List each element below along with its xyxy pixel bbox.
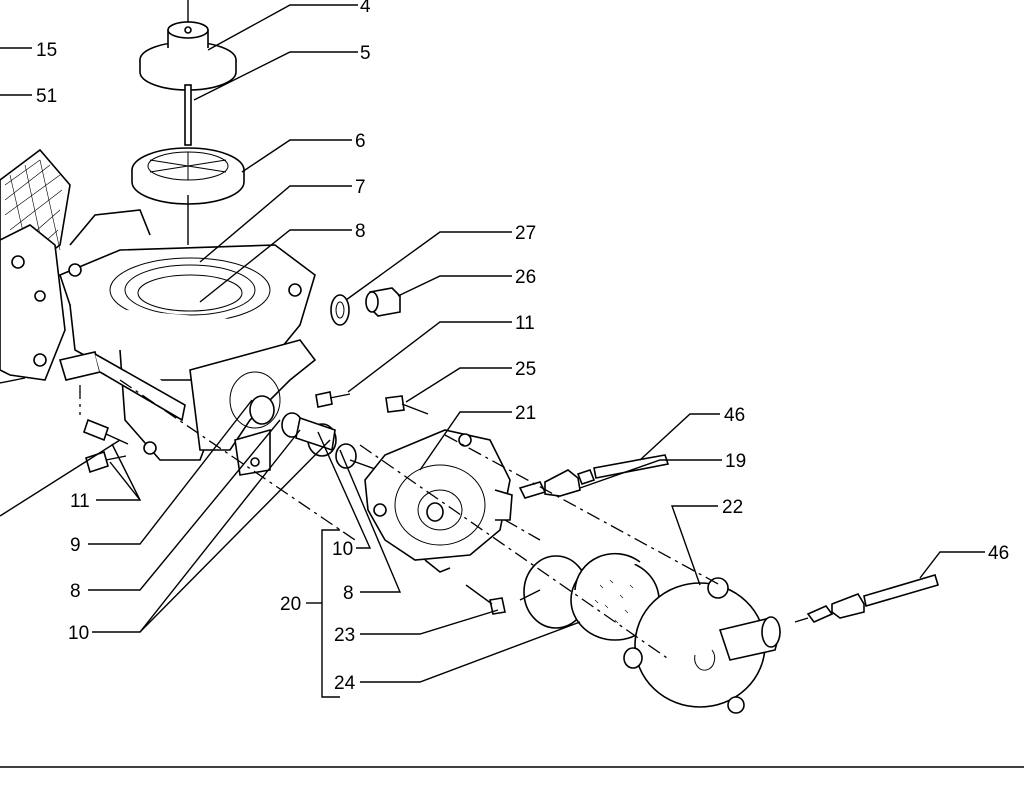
callout-11-left: 11 [70,491,90,512]
callout-19: 19 [725,451,746,472]
callout-26: 26 [515,267,536,288]
callout-10-mid: 10 [332,539,353,560]
callout-5: 5 [360,43,371,64]
callout-8-left: 8 [70,581,81,602]
rod-drawing [184,84,192,146]
screws-left-drawing [83,418,129,474]
left-stud-drawing [58,351,186,422]
callout-20: 20 [280,594,301,615]
screw-23-drawing [465,584,506,615]
callout-25: 25 [515,359,536,380]
callout-labels: 4 5 15 51 6 7 8 27 26 11 25 21 46 19 22 … [36,0,1009,694]
screws-center-drawing [315,391,429,415]
callout-11-top: 11 [515,313,535,334]
leader-lines [0,4,985,698]
callout-46-top: 46 [724,405,745,426]
callout-23: 23 [334,625,355,646]
callout-27: 27 [515,223,536,244]
callout-4: 4 [360,0,371,17]
callout-24: 24 [334,673,356,694]
diaphragm-drawing [131,147,245,205]
callout-8-mid: 8 [343,583,354,604]
flange-gasket-drawing [0,148,71,381]
center-lines [79,379,721,661]
callout-22: 22 [722,497,743,518]
washer-and-plug-drawing [330,287,401,326]
gasket-filter-drawing [523,552,660,641]
cover-21-drawing [364,429,513,573]
callout-15: 15 [36,40,57,61]
top-cap-drawing [139,0,237,91]
callout-6: 6 [355,131,366,152]
callout-9: 9 [70,535,81,556]
callout-21: 21 [515,403,536,424]
callout-51: 51 [36,86,57,107]
callout-8-top: 8 [355,221,366,242]
callout-46-bottom: 46 [988,543,1009,564]
cover-22-drawing [623,577,781,714]
cable-46-drawing [794,574,939,623]
callout-10-left: 10 [68,623,89,644]
callout-7: 7 [355,177,366,198]
cable-fitting-drawing [518,454,670,499]
